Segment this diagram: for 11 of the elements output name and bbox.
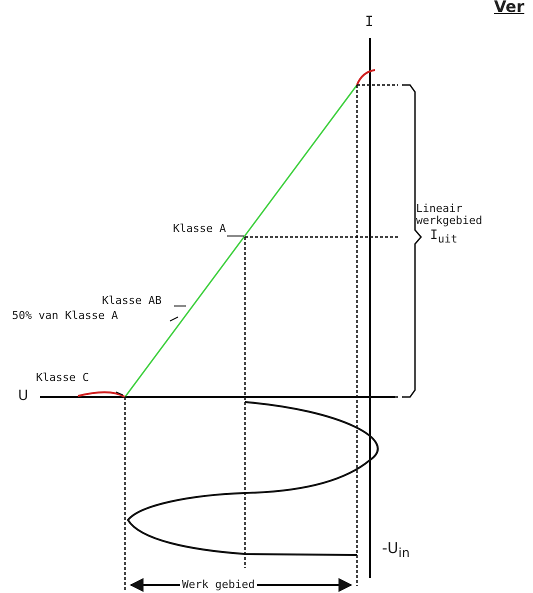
dimension-label: Werk gebied [180,579,257,591]
axis-label: U [18,388,28,404]
axis-label: I [365,14,374,30]
class-label: Klasse C [36,372,89,384]
class-label: 50% van Klasse A [12,310,118,322]
input-voltage-label: -U$_{in}$ [382,540,410,561]
output-current-label: I$_{uit}$ [430,229,458,247]
class-label: Klasse AB [102,295,162,307]
class-label: Klasse A [173,223,226,235]
region-label: Lineair werkgebied [416,203,484,227]
heading: Ver [494,0,524,16]
